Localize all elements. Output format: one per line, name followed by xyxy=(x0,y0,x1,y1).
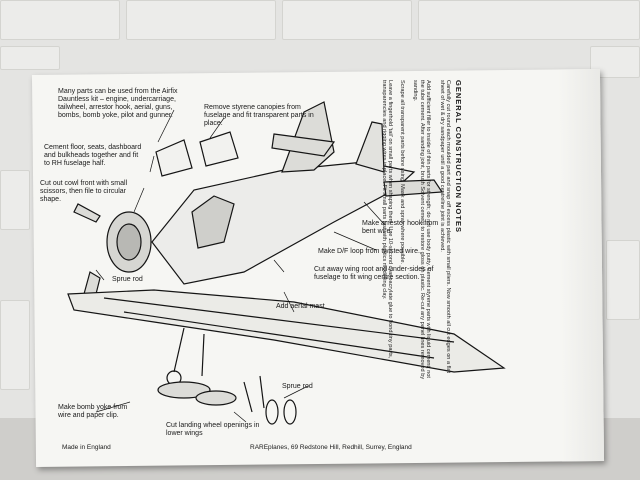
general-construction-notes: GENERAL CONSTRUCTION NOTES Carefully cut… xyxy=(143,80,463,379)
notes-paragraph: Leave a fingerhold 'tail' on small parts… xyxy=(380,80,393,359)
wing xyxy=(67,289,506,373)
canopies-note: Remove styrene canopies from fuselage an… xyxy=(204,104,314,127)
footer-made-in: Made in England xyxy=(62,444,111,451)
notes-title: GENERAL CONSTRUCTION NOTES xyxy=(454,80,463,233)
cement-floor-note: Cement floor, seats, dashboard and bulkh… xyxy=(44,144,142,167)
arrestor-note: Make arrestor hook from bent wire. xyxy=(362,220,439,235)
rear-fin xyxy=(355,121,385,173)
aerial-mast-note: Add aerial mast xyxy=(276,303,325,310)
bomb-yoke-note: Make bomb yoke from wire and paper clip. xyxy=(58,404,128,419)
footer-address: RAREplanes, 69 Redstone Hill, Redhill, S… xyxy=(250,444,412,451)
bomb xyxy=(157,381,211,399)
sprue-rod-note: Sprue rod xyxy=(112,276,143,283)
landing-wheel-note: Cut landing wheel openings in lower wing… xyxy=(166,422,260,437)
wall-brick xyxy=(126,0,276,40)
notes-paragraph: Add sufficient filler to inside of thin … xyxy=(412,80,431,380)
cowl-note: Cut out cowl front with small scissors, … xyxy=(40,180,128,203)
wall-brick xyxy=(606,240,640,320)
sprue-rod-note: Sprue rod xyxy=(282,383,313,390)
undercarriage-leg xyxy=(173,327,205,377)
tailplane-right xyxy=(383,179,444,197)
tailplane-left xyxy=(271,133,336,157)
wing-panel-line xyxy=(103,297,455,343)
wall-brick xyxy=(0,0,120,40)
leader-lines xyxy=(95,109,385,423)
wing-root-note: Cut away wing root and under-sides of fu… xyxy=(314,266,434,281)
df-loop-note: Make D/F loop from twisted wire. xyxy=(318,248,420,255)
wall-brick xyxy=(282,0,412,40)
sprue-rod-parts xyxy=(243,375,265,413)
intro-note: Many parts can be used from the Airfix D… xyxy=(58,88,178,119)
landing-wheel xyxy=(265,399,279,425)
wing-panel-line xyxy=(123,311,435,359)
canopy-rear xyxy=(199,131,239,167)
bomb xyxy=(195,390,237,406)
wall-brick xyxy=(0,46,60,70)
notes-paragraph: Scrape all transparent parts before usin… xyxy=(399,80,405,265)
propeller-blade xyxy=(73,203,101,223)
canopy-front xyxy=(155,139,193,177)
cockpit-interior xyxy=(191,195,235,249)
dauntless-exploded-drawing xyxy=(67,101,506,425)
landing-wheel xyxy=(283,399,297,425)
wall-brick xyxy=(0,300,30,390)
wall-brick xyxy=(0,170,30,230)
notes-paragraph: Carefully cut round each moulded part an… xyxy=(438,80,451,374)
wall-brick xyxy=(418,0,640,40)
engine-cylinders xyxy=(116,223,142,261)
